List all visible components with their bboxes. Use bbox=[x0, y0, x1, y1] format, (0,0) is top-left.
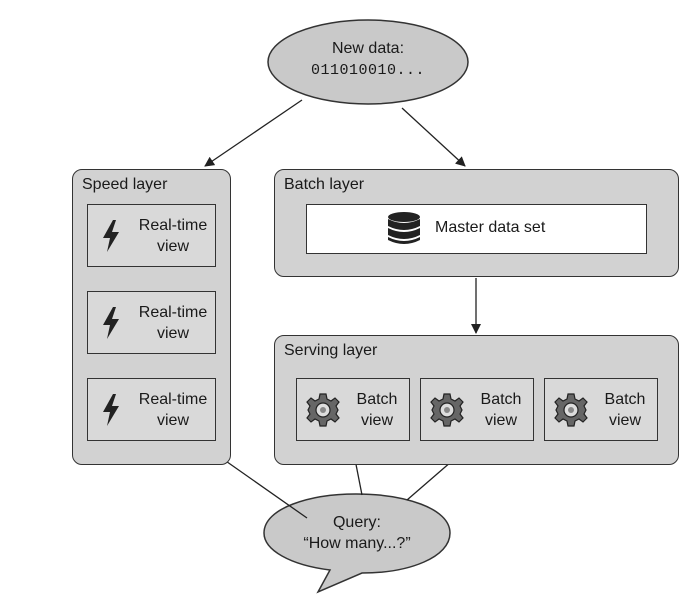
realtime-view-label-2b: view bbox=[156, 325, 189, 342]
realtime-view-2: Real-time view bbox=[87, 291, 216, 354]
query-label: Query: “How many...?” bbox=[272, 512, 442, 554]
serving-layer-title: Serving layer bbox=[284, 342, 378, 359]
batch-view-label-2b: view bbox=[484, 412, 517, 429]
database-icon bbox=[388, 212, 420, 244]
master-data-set-box: Master data set bbox=[306, 204, 647, 254]
lightning-bolt-icon bbox=[103, 307, 119, 339]
query-title: Query: bbox=[332, 514, 381, 531]
lightning-bolt-icon bbox=[103, 220, 119, 252]
realtime-view-3: Real-time view bbox=[87, 378, 216, 441]
batch-view-label-3b: view bbox=[608, 412, 641, 429]
realtime-view-label-1b: view bbox=[156, 238, 189, 255]
gear-icon bbox=[430, 393, 464, 427]
realtime-view-label-3b: view bbox=[156, 412, 189, 429]
batch-view-label-2a: Batch bbox=[480, 391, 522, 408]
arrow-newdata-to-batch bbox=[401, 107, 466, 167]
realtime-view-label-3a: Real-time bbox=[138, 391, 208, 408]
new-data-ellipse bbox=[267, 19, 469, 105]
new-data-value: 011010010... bbox=[310, 62, 426, 79]
batch-layer-title: Batch layer bbox=[284, 176, 365, 193]
batch-view-label-1b: view bbox=[360, 412, 393, 429]
realtime-view-label-1a: Real-time bbox=[138, 217, 208, 234]
arrow-newdata-to-speed bbox=[204, 99, 303, 167]
batch-view-3: Batch view bbox=[544, 378, 658, 441]
query-text: “How many...?” bbox=[303, 535, 411, 552]
new-data-label: New data: 011010010... bbox=[278, 38, 458, 82]
realtime-view-1: Real-time view bbox=[87, 204, 216, 267]
batch-view-label-3a: Batch bbox=[604, 391, 646, 408]
gear-icon bbox=[306, 393, 340, 427]
realtime-view-label-2a: Real-time bbox=[138, 304, 208, 321]
master-data-set-label: Master data set bbox=[435, 219, 546, 236]
batch-view-1: Batch view bbox=[296, 378, 410, 441]
speed-layer-title: Speed layer bbox=[82, 176, 168, 193]
lightning-bolt-icon bbox=[103, 394, 119, 426]
query-bubble bbox=[263, 493, 451, 594]
batch-view-label-1a: Batch bbox=[356, 391, 398, 408]
gear-icon bbox=[554, 393, 588, 427]
new-data-title: New data: bbox=[331, 40, 405, 57]
batch-view-2: Batch view bbox=[420, 378, 534, 441]
